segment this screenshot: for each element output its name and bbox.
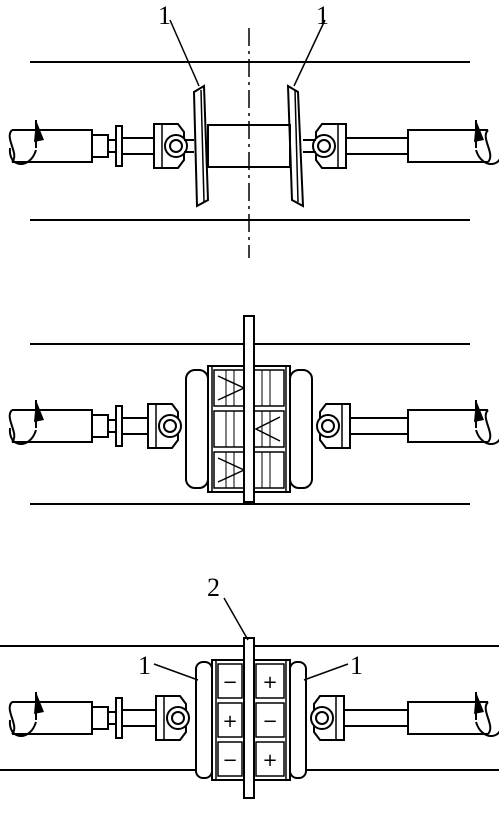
leader-2 [223, 597, 249, 641]
leader-bottom-left [153, 663, 199, 681]
label-1-left: 1 [158, 1, 171, 30]
disc-hub [207, 124, 291, 168]
left-shaft [8, 399, 182, 449]
charge-right-mid: − [262, 711, 277, 732]
charge-left-top: − [222, 672, 237, 693]
label-1-right: 1 [316, 1, 329, 30]
panel-2 [8, 315, 499, 505]
right-shaft [316, 399, 499, 449]
right-shaft [312, 119, 499, 169]
right-shaft [310, 691, 499, 741]
label-1-right: 1 [350, 651, 363, 680]
left-disc [192, 84, 210, 208]
leader-top-right [293, 19, 326, 87]
leader-bottom-right [303, 663, 349, 681]
left-shaft [8, 691, 190, 741]
panel-3: − + − + − + 2 1 1 [0, 573, 499, 799]
panel-1: 1 1 [8, 1, 499, 258]
charge-left-mid: + [222, 711, 237, 732]
leader-top-left [169, 19, 200, 87]
charge-left-bot: − [222, 750, 237, 771]
center-plate [243, 315, 255, 503]
charge-right-top: + [262, 672, 277, 693]
left-shaft [8, 119, 188, 169]
label-1-left: 1 [138, 651, 151, 680]
charge-right-bot: + [262, 750, 277, 771]
center-plate [243, 637, 255, 799]
label-2: 2 [207, 573, 220, 602]
